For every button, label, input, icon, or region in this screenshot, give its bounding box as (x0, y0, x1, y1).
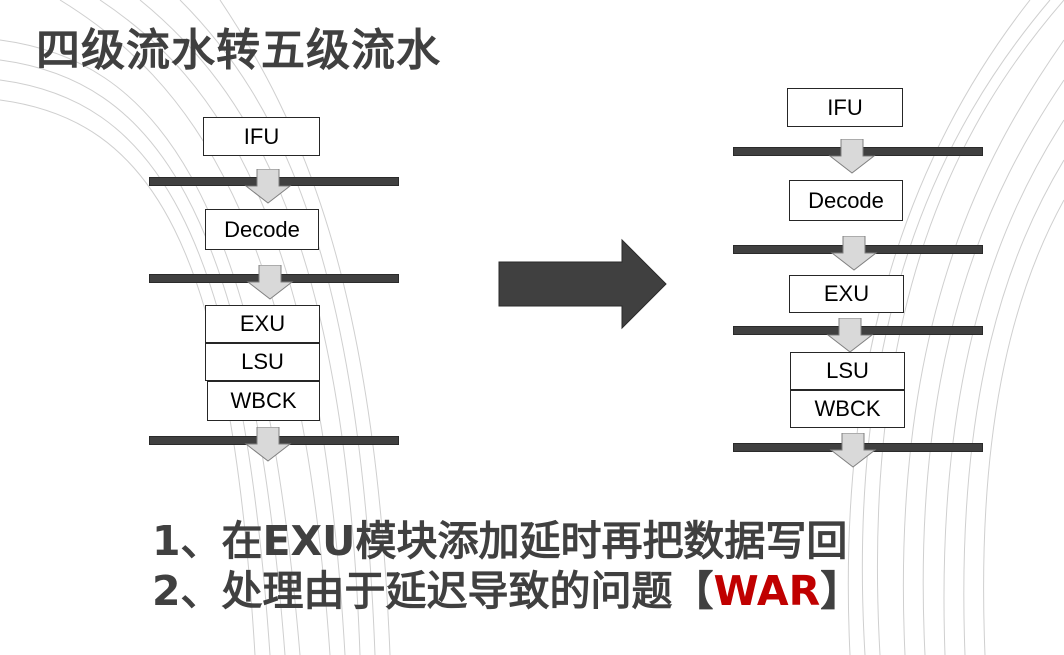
down-arrow-icon (828, 139, 876, 174)
note-line-2-text: 2、处理由于延迟导致的问题【 (152, 567, 714, 615)
note-line-2: 2、处理由于延迟导致的问题【WAR】 (152, 566, 861, 616)
left-stage-lsu: LSU (205, 343, 320, 381)
transition-arrow-icon (498, 238, 667, 330)
war-highlight: WAR (713, 567, 821, 615)
notes: 1、在EXU模块添加延时再把数据写回 2、处理由于延迟导致的问题【WAR】 (152, 516, 861, 616)
right-stage-decode: Decode (789, 180, 903, 221)
down-arrow-icon (829, 433, 877, 468)
note-line-1: 1、在EXU模块添加延时再把数据写回 (152, 517, 848, 565)
down-arrow-icon (826, 318, 874, 353)
right-stage-exu: EXU (789, 275, 904, 313)
page-title: 四级流水转五级流水 (36, 25, 441, 76)
right-stage-lsu: LSU (790, 352, 905, 390)
left-stage-wbck: WBCK (207, 381, 320, 421)
left-stage-ifu: IFU (203, 117, 320, 156)
down-arrow-icon (246, 265, 294, 300)
down-arrow-icon (830, 236, 878, 271)
left-stage-exu: EXU (205, 305, 320, 343)
left-stage-decode: Decode (205, 209, 319, 250)
right-stage-ifu: IFU (787, 88, 903, 127)
down-arrow-icon (244, 427, 292, 462)
note-line-2-bracket: 】 (820, 567, 862, 615)
down-arrow-icon (244, 169, 292, 204)
right-stage-wbck: WBCK (790, 390, 905, 428)
